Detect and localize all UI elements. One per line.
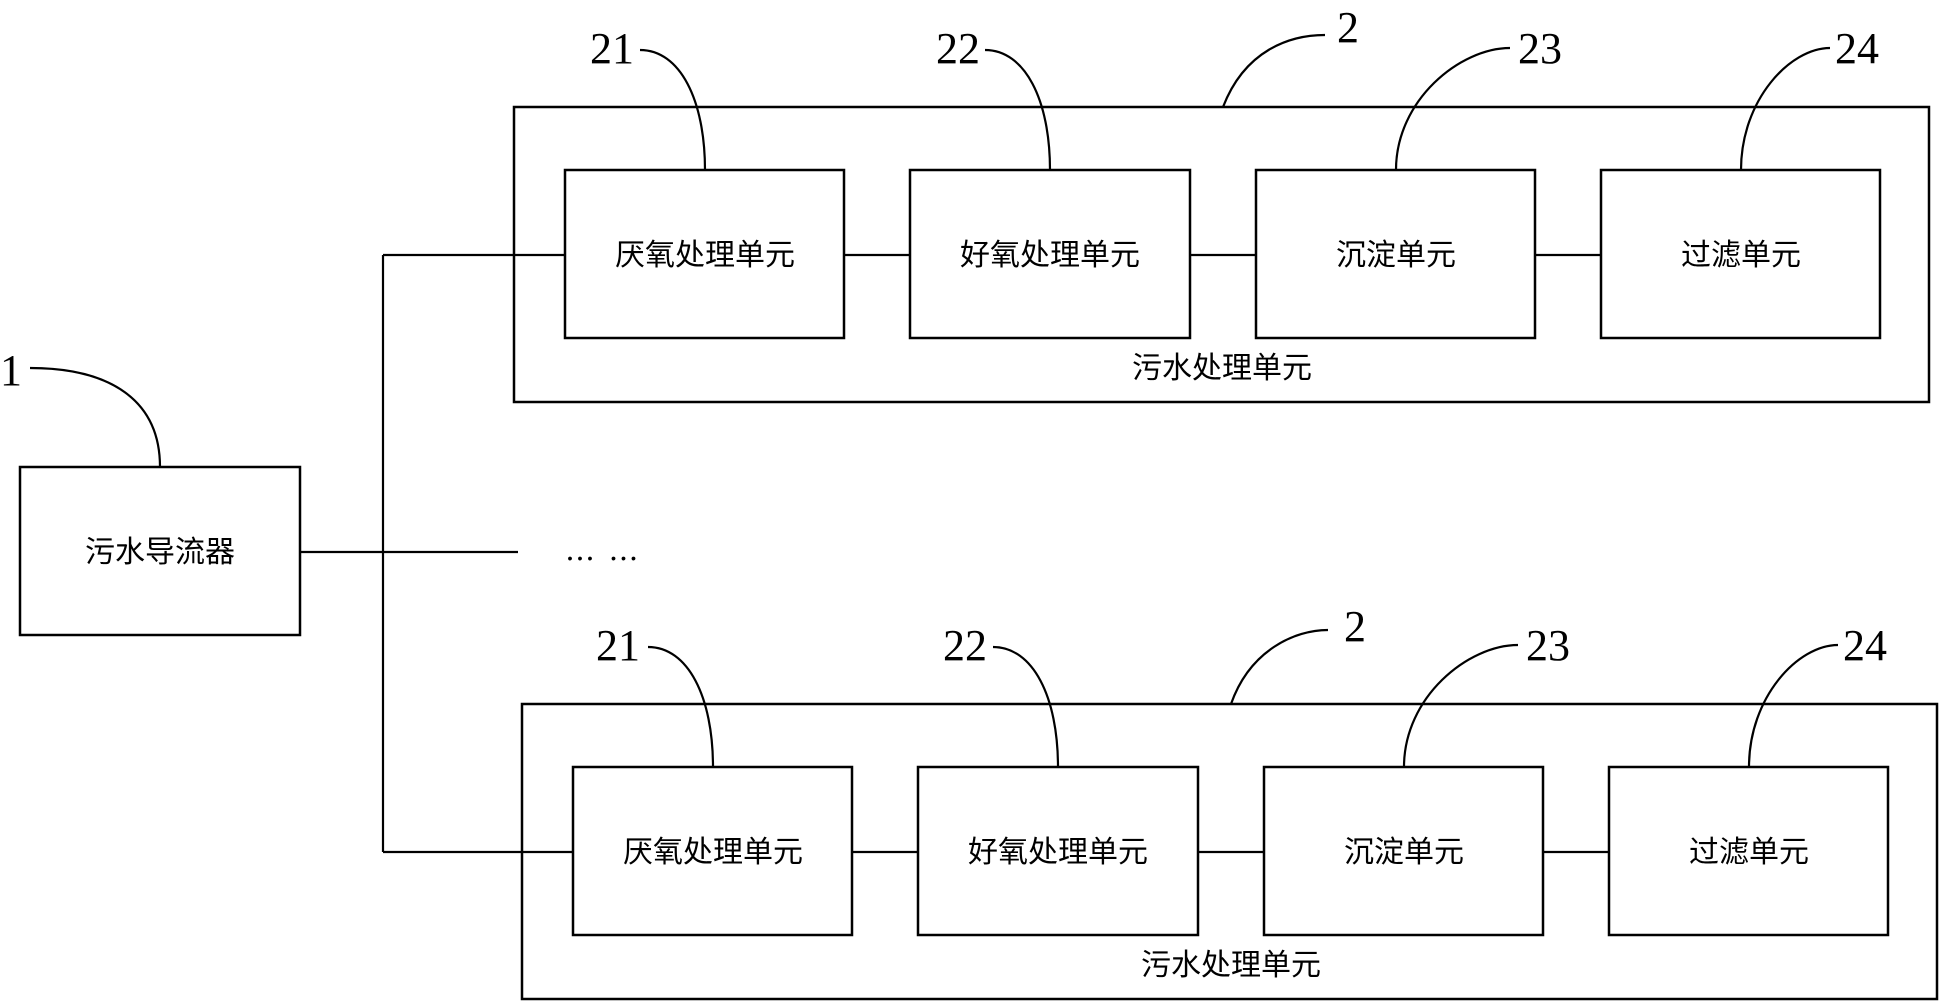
- sedimentation-unit-label: 沉淀单元: [1344, 835, 1464, 870]
- aerobic-unit-leader: [992, 645, 1060, 768]
- diverter-label: 污水导流器: [85, 535, 235, 570]
- module-ref: 2: [1344, 602, 1366, 651]
- filtration-unit-leader: [1747, 643, 1839, 768]
- module-leader: [1229, 628, 1329, 705]
- filtration-unit-ref: 24: [1843, 621, 1887, 670]
- treatment-module-top: 2 污水处理单元 厌氧处理单元 21 好氧处理单元 22 沉淀单元 23 过滤单…: [512, 3, 1931, 404]
- module-caption: 污水处理单元: [1132, 351, 1312, 386]
- anaerobic-unit-ref: 21: [596, 621, 640, 670]
- module-frame: [520, 702, 1939, 1001]
- aerobic-unit-label: 好氧处理单元: [968, 835, 1148, 870]
- anaerobic-unit-label: 厌氧处理单元: [623, 835, 803, 870]
- aerobic-unit-ref: 22: [936, 24, 980, 73]
- aerobic-unit-leader: [984, 48, 1052, 171]
- treatment-module-bottom: 2 污水处理单元 厌氧处理单元 21 好氧处理单元 22 沉淀单元 23 过滤单…: [520, 602, 1939, 1001]
- sedimentation-unit-leader: [1402, 643, 1519, 768]
- filtration-unit-ref: 24: [1835, 24, 1879, 73]
- module-leader: [1221, 33, 1326, 108]
- anaerobic-unit-leader: [647, 645, 715, 768]
- anaerobic-unit-leader: [639, 48, 707, 171]
- aerobic-unit-label: 好氧处理单元: [960, 238, 1140, 273]
- filtration-unit-label: 过滤单元: [1681, 238, 1801, 273]
- filtration-unit-leader: [1739, 46, 1831, 171]
- module-frame: [512, 105, 1931, 404]
- ellipsis: … …: [565, 533, 641, 568]
- diverter-ref: 1: [0, 346, 22, 395]
- filtration-unit-label: 过滤单元: [1689, 835, 1809, 870]
- module-caption: 污水处理单元: [1141, 948, 1321, 983]
- sedimentation-unit-ref: 23: [1526, 621, 1570, 670]
- sedimentation-unit-leader: [1394, 46, 1511, 171]
- anaerobic-unit-label: 厌氧处理单元: [615, 238, 795, 273]
- module-ref: 2: [1337, 3, 1359, 52]
- diverter-leader: [29, 366, 162, 468]
- sedimentation-unit-ref: 23: [1518, 24, 1562, 73]
- aerobic-unit-ref: 22: [943, 621, 987, 670]
- sedimentation-unit-label: 沉淀单元: [1336, 238, 1456, 273]
- anaerobic-unit-ref: 21: [590, 24, 634, 73]
